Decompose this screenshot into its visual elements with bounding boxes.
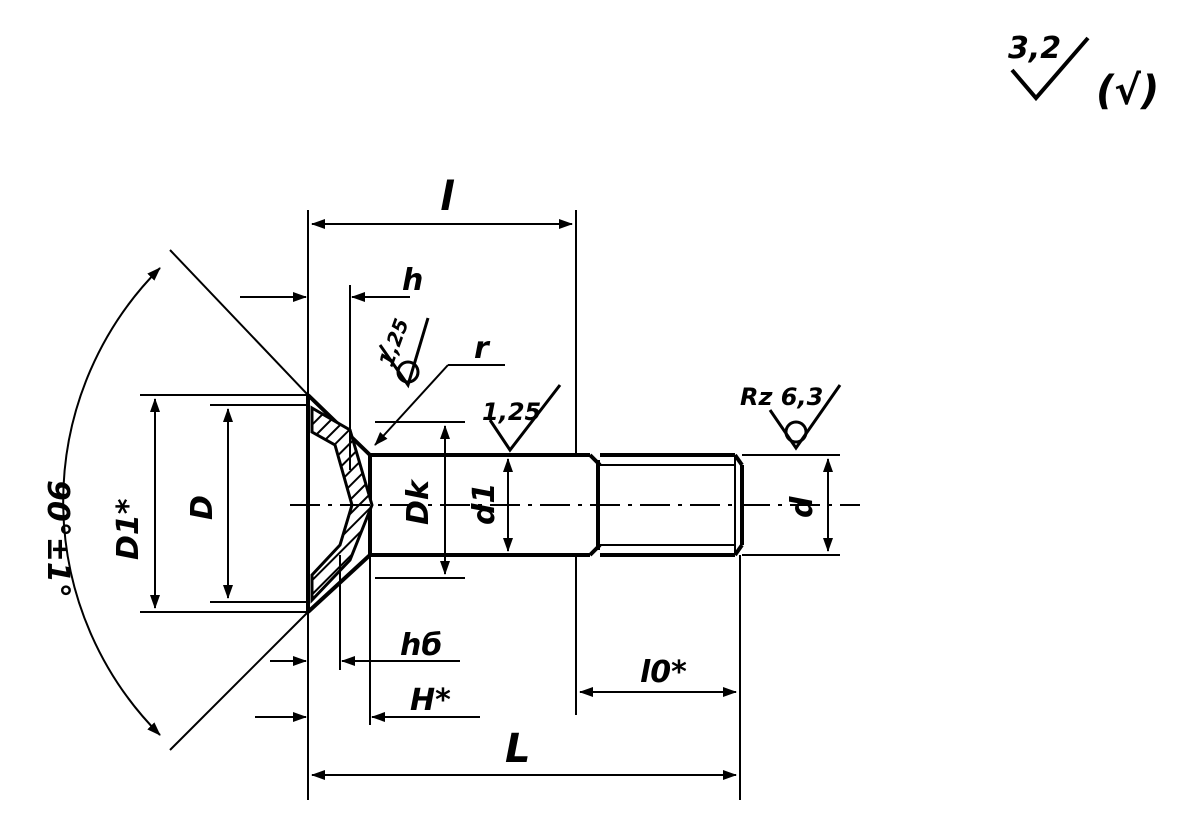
- general-roughness-value: 3,2: [1008, 31, 1061, 66]
- roughness-mark-head: [378, 317, 430, 389]
- socket-section: [310, 405, 374, 604]
- general-roughness-mark: 3,2 (√): [1008, 31, 1159, 114]
- dim-label-l: l: [440, 174, 455, 220]
- dim-label-H: H*: [410, 683, 451, 718]
- dim-label-D: D: [185, 495, 220, 520]
- dim-label-L: L: [505, 726, 531, 772]
- roughness-mark-thread: [768, 384, 842, 451]
- roughness-mark-shank: [488, 384, 562, 453]
- dim-label-r: r: [474, 331, 491, 366]
- dim-label-l0: l0*: [640, 655, 687, 690]
- roughness-check-icon: [1010, 36, 1090, 102]
- dimension-lines: [62, 210, 840, 800]
- dim-label-Dk: Dk: [401, 478, 436, 525]
- dim-label-angle: 90°±1°: [40, 480, 75, 598]
- roughness-value-shank: 1,25: [482, 398, 541, 426]
- dim-label-D1: D1*: [111, 498, 146, 560]
- roughness-value-thread: Rz 6,3: [740, 383, 823, 411]
- general-roughness-bracket: (√): [1096, 68, 1159, 114]
- dim-label-d: d: [785, 496, 820, 518]
- dim-label-h: h: [402, 263, 423, 298]
- dim-label-d1: d1: [467, 483, 502, 525]
- dim-label-hb: hб: [400, 628, 442, 663]
